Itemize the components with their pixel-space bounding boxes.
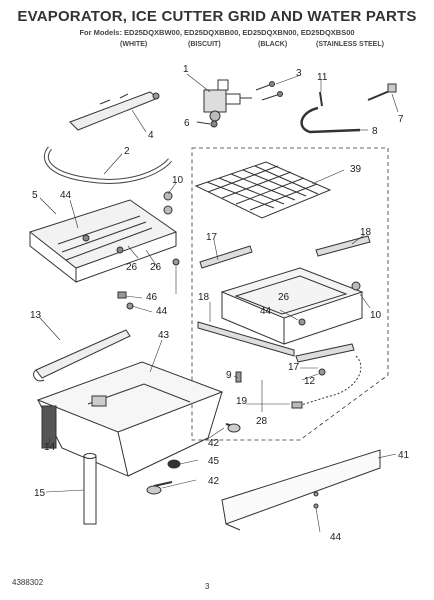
callout-2: 2 <box>124 146 130 157</box>
water-valve-part <box>203 79 252 122</box>
callout-9: 9 <box>226 370 232 381</box>
callout-44-top: 44 <box>60 190 72 201</box>
fasteners-left <box>117 191 180 310</box>
callout-45: 45 <box>208 456 220 467</box>
variant-white: (WHITE) <box>120 41 148 48</box>
callout-28: 28 <box>256 416 268 427</box>
callout-1: 1 <box>183 64 189 75</box>
bin-fasteners <box>146 423 241 495</box>
document-number: 4388302 <box>12 578 44 587</box>
callout-26-grid: 26 <box>278 292 290 303</box>
water-tube-part <box>300 91 361 134</box>
callout-12: 12 <box>304 376 316 387</box>
bail-bracket-part <box>33 329 131 382</box>
callout-26-mid: 26 <box>150 262 162 273</box>
grid-wiring-part <box>235 355 362 409</box>
screws-part-3 <box>255 81 283 101</box>
callout-7: 7 <box>398 114 404 125</box>
callout-14: 14 <box>44 442 56 453</box>
evaporator-tray-part <box>28 199 178 284</box>
wire-harness-part <box>43 146 172 184</box>
callout-43: 43 <box>158 330 170 341</box>
callout-8: 8 <box>372 126 378 137</box>
page-title: EVAPORATOR, ICE CUTTER GRID AND WATER PA… <box>17 8 417 25</box>
callout-44-bottom: 44 <box>330 532 342 543</box>
page-number: 3 <box>205 582 210 591</box>
callout-39: 39 <box>350 164 362 175</box>
screw-part-6 <box>196 120 218 128</box>
callout-6: 6 <box>184 118 190 129</box>
rods-part <box>41 405 97 525</box>
callout-17-right: 17 <box>288 362 300 373</box>
callout-42-bottom: 42 <box>208 476 220 487</box>
leader-lines <box>39 73 399 533</box>
callout-labels: 1 3 11 7 8 6 4 2 10 39 5 44 17 18 26 26 … <box>30 64 410 543</box>
callout-11: 11 <box>317 72 328 83</box>
cutter-grid-part <box>194 161 332 219</box>
callout-18-left: 18 <box>198 292 210 303</box>
variant-stainless-steel: (STAINLESS STEEL) <box>316 41 384 48</box>
callout-44-mid: 44 <box>156 306 168 317</box>
callout-44-grid: 44 <box>260 306 272 317</box>
callout-46: 46 <box>146 292 158 303</box>
callout-19: 19 <box>236 396 248 407</box>
variant-black: (BLACK) <box>258 41 288 48</box>
ice-bin-part <box>36 361 224 477</box>
callout-10-left: 10 <box>172 175 184 186</box>
callout-42-top: 42 <box>208 438 220 449</box>
grid-frame-part <box>220 267 364 345</box>
callout-5: 5 <box>32 190 38 201</box>
callout-3: 3 <box>296 68 302 79</box>
callout-26-left: 26 <box>126 262 138 273</box>
callout-17-left: 17 <box>206 232 218 243</box>
ejector-arm-part <box>69 91 160 131</box>
front-panel-part <box>221 449 381 531</box>
callout-18-right: 18 <box>360 227 372 238</box>
callout-15: 15 <box>34 488 46 499</box>
fitting-part-7 <box>367 83 397 101</box>
callout-41: 41 <box>398 450 410 461</box>
callout-10-right: 10 <box>370 310 382 321</box>
callout-4: 4 <box>148 130 154 141</box>
model-list: For Models: ED25DQXBW00, ED25DQXBB00, ED… <box>79 28 355 37</box>
variant-biscuit: (BISCUIT) <box>188 41 221 48</box>
callout-13: 13 <box>30 310 42 321</box>
